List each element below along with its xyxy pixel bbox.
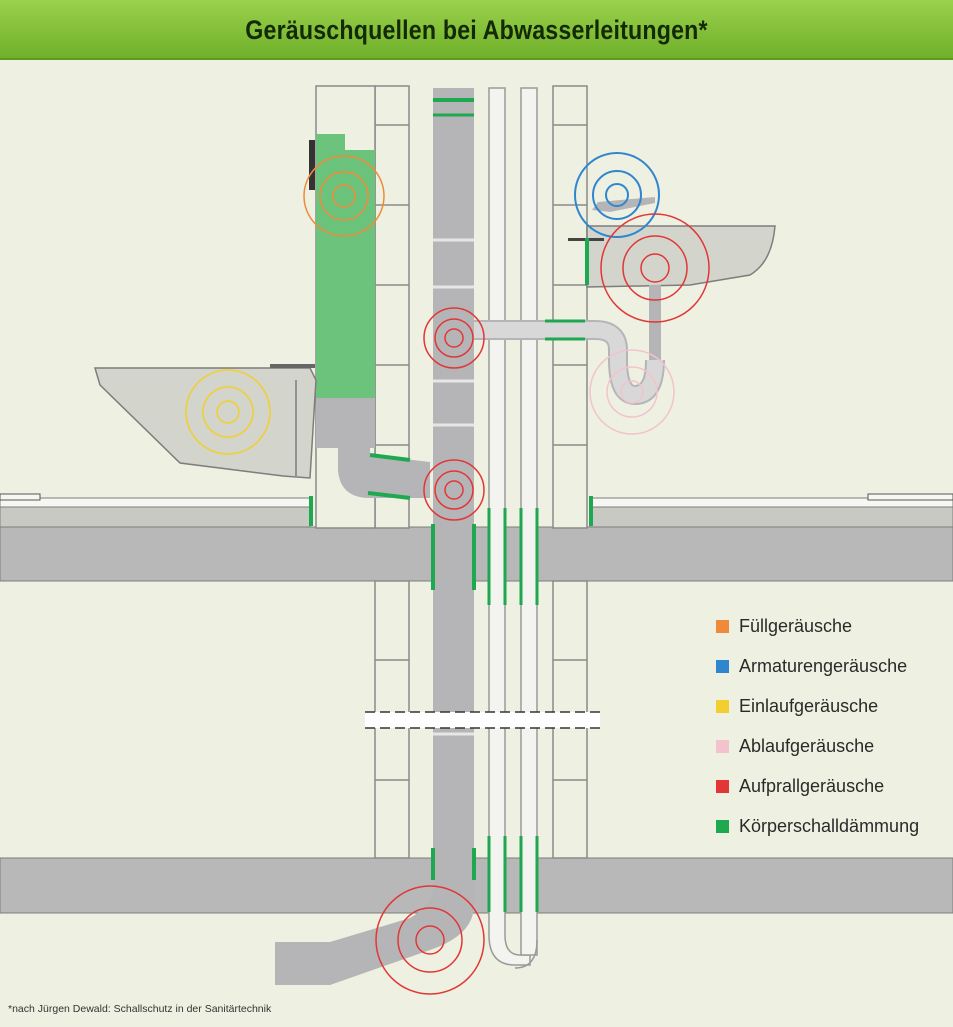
floor-slab-upper bbox=[0, 493, 953, 582]
legend-item-impact-noise: Aufprallgeräusche bbox=[716, 766, 919, 806]
page-title: Geräuschquellen bei Abwasserleitungen* bbox=[245, 15, 708, 45]
downpipe-stack bbox=[275, 88, 476, 985]
fitting-noise-rings bbox=[574, 152, 660, 238]
section-break bbox=[365, 711, 600, 729]
legend-swatch bbox=[716, 819, 729, 833]
basin-siphon bbox=[474, 285, 665, 406]
insulation-marks bbox=[309, 496, 593, 526]
flush-cistern bbox=[309, 134, 375, 448]
wc-connection-pipe bbox=[316, 405, 430, 500]
installation-wall-right bbox=[552, 85, 588, 859]
legend-label: Körperschalldämmung bbox=[739, 815, 920, 836]
drain-noise-rings bbox=[589, 349, 675, 435]
legend-item-filling-noise: Füllgeräusche bbox=[716, 606, 919, 646]
filling-noise-rings bbox=[303, 155, 385, 237]
legend-swatch bbox=[716, 619, 729, 633]
footnote: *nach Jürgen Dewald: Schallschutz in der… bbox=[8, 1003, 272, 1015]
legend-label: Aufprallgeräusche bbox=[739, 775, 885, 796]
legend-label: Armaturengeräusche bbox=[739, 655, 908, 676]
legend-label: Füllgeräusche bbox=[739, 615, 853, 636]
legend-item-drain-noise: Ablaufgeräusche bbox=[716, 726, 919, 766]
legend-item-inlet-noise: Einlaufgeräusche bbox=[716, 686, 919, 726]
legend-item-fitting-noise: Armaturengeräusche bbox=[716, 646, 919, 686]
floor-slab-lower bbox=[0, 857, 953, 914]
legend-item-structure-borne-insulation: Körperschalldämmung bbox=[716, 806, 919, 846]
legend-swatch bbox=[716, 779, 729, 793]
legend-swatch bbox=[716, 699, 729, 713]
wc-bowl bbox=[93, 364, 317, 479]
legend-swatch bbox=[716, 659, 729, 673]
title-bar: Geräuschquellen bei Abwasserleitungen* bbox=[0, 0, 953, 60]
inlet-noise-rings bbox=[185, 369, 271, 455]
supply-pipes bbox=[487, 87, 539, 969]
impact-noise-rings bbox=[375, 213, 710, 995]
legend: Füllgeräusche Armaturengeräusche Einlauf… bbox=[716, 606, 919, 846]
legend-label: Einlaufgeräusche bbox=[739, 695, 879, 716]
legend-swatch bbox=[716, 739, 729, 753]
legend-label: Ablaufgeräusche bbox=[739, 735, 875, 756]
